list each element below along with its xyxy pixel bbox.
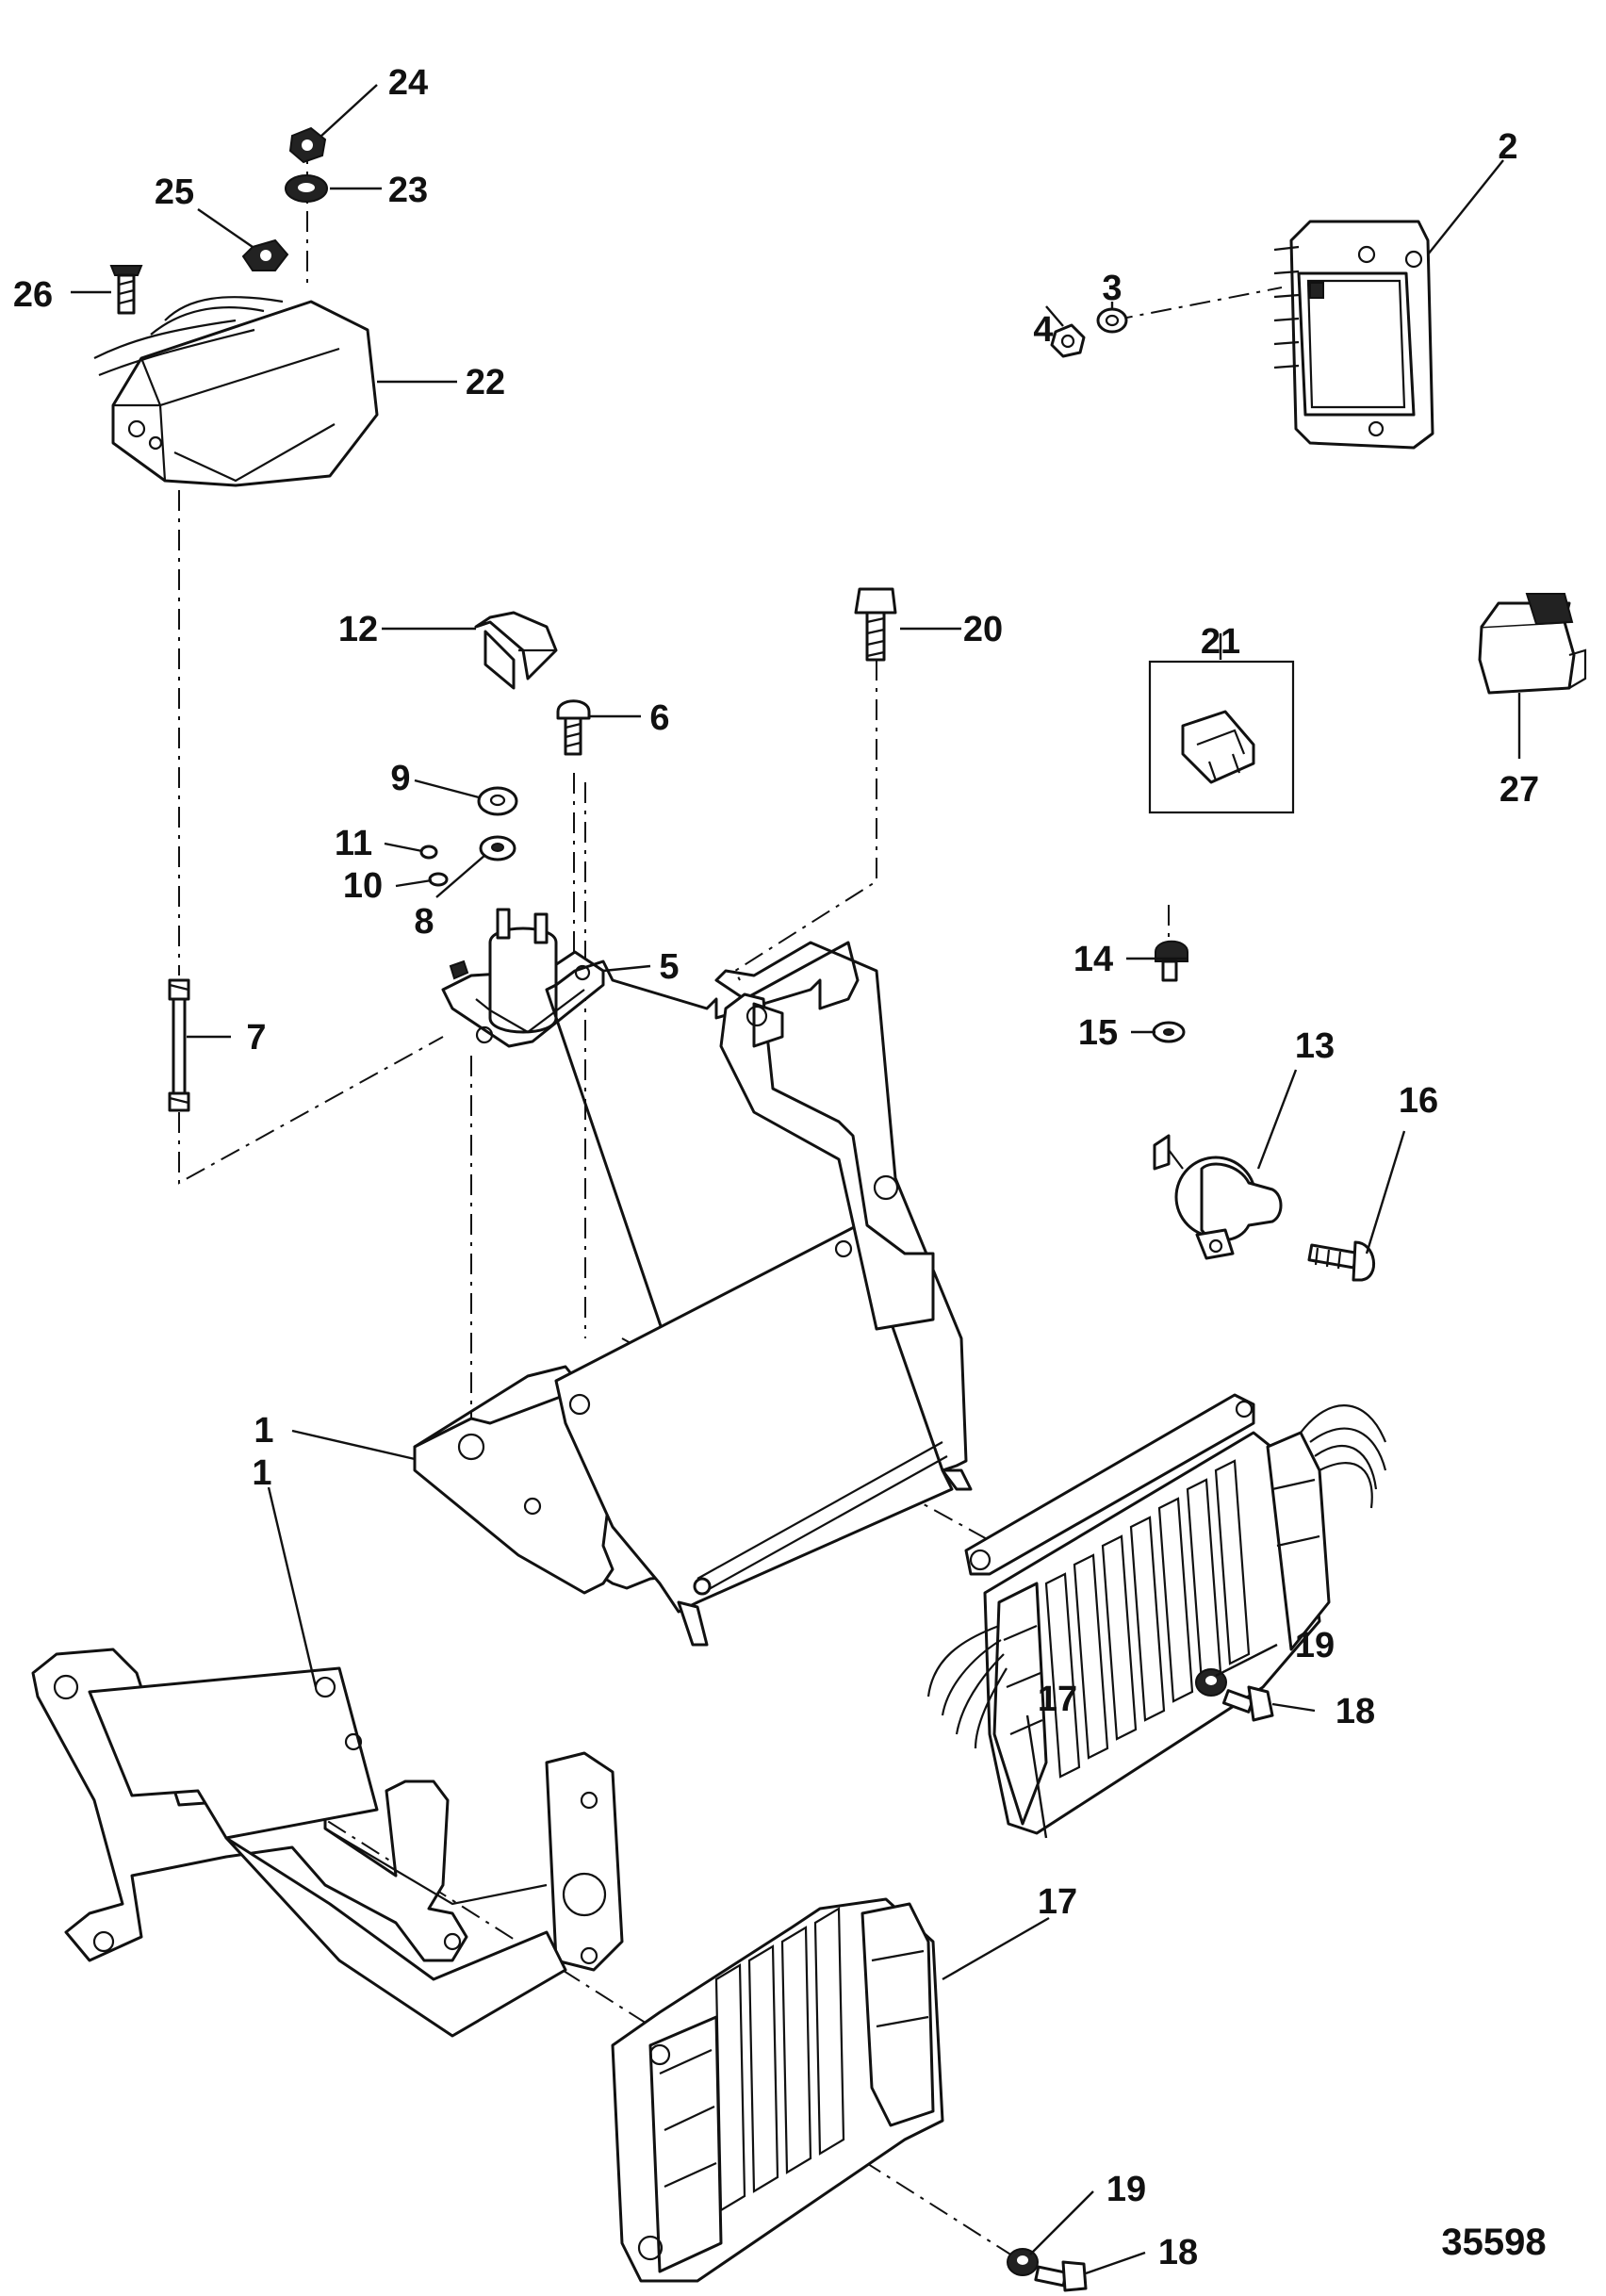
callout-4: 4 — [1033, 310, 1053, 350]
switch-13 — [1153, 1134, 1283, 1260]
bracket-1-lower — [31, 1648, 624, 2038]
bolt-20 — [854, 587, 897, 662]
washer-19-upper — [1195, 1668, 1227, 1697]
callout-16: 16 — [1399, 1081, 1438, 1121]
callout-25: 25 — [155, 172, 194, 212]
washer-9 — [477, 786, 518, 816]
screw-26 — [109, 265, 143, 315]
bolt-6 — [556, 699, 591, 756]
callout-19-lower: 19 — [1106, 2170, 1146, 2209]
callout-26: 26 — [13, 275, 53, 315]
bolt-18-lower — [1034, 2260, 1088, 2292]
nut-24 — [288, 126, 327, 164]
screw-14 — [1155, 940, 1188, 982]
callout-12: 12 — [338, 610, 378, 649]
callout-24: 24 — [388, 63, 428, 103]
relay-housing-22 — [93, 296, 379, 487]
callout-9: 9 — [390, 759, 410, 798]
washer-23 — [285, 174, 328, 203]
callout-18-upper: 18 — [1336, 1692, 1375, 1731]
nut-11 — [419, 845, 438, 860]
callout-14: 14 — [1073, 940, 1113, 979]
callout-21: 21 — [1201, 622, 1240, 662]
screw-16 — [1307, 1240, 1376, 1282]
ecm-17-lower — [611, 1897, 944, 2283]
callout-labels: 24 23 25 26 22 2 3 4 12 20 21 6 27 9 11 … — [13, 63, 1539, 1493]
washer-3 — [1096, 307, 1128, 334]
stud-7 — [168, 978, 190, 1112]
callout-27: 27 — [1499, 770, 1539, 810]
callout-2: 2 — [1498, 127, 1517, 167]
module-2 — [1273, 220, 1434, 450]
nut-25 — [241, 238, 289, 271]
washer-10 — [428, 872, 449, 887]
figure-number: 35598 — [1441, 2222, 1546, 2263]
nut-4 — [1050, 323, 1086, 358]
callout-8: 8 — [414, 902, 434, 942]
callout-1-upper: 1 — [254, 1411, 273, 1451]
fuse-21 — [1148, 660, 1295, 814]
ecm-17-upper — [926, 1393, 1387, 1835]
leader-lines — [71, 84, 1521, 2275]
callout-10: 10 — [343, 866, 383, 906]
clip-12 — [474, 611, 558, 690]
washer-19-lower — [1007, 2248, 1039, 2276]
solenoid-5 — [441, 908, 605, 1048]
callout-7: 7 — [246, 1018, 266, 1058]
washer-15 — [1152, 1021, 1186, 1043]
callout-11: 11 — [335, 824, 372, 863]
callout-22: 22 — [466, 363, 505, 402]
callout-5: 5 — [659, 947, 679, 987]
bracket-1-upper — [413, 941, 973, 1647]
washer-8 — [479, 835, 516, 861]
callout-20: 20 — [963, 610, 1003, 649]
callout-17-lower: 17 — [1038, 1882, 1077, 1922]
callout-1-lower: 1 — [252, 1453, 271, 1493]
callout-15: 15 — [1078, 1013, 1118, 1053]
callout-18-lower: 18 — [1158, 2233, 1198, 2272]
callout-19-upper: 19 — [1295, 1626, 1335, 1665]
callout-23: 23 — [388, 171, 428, 210]
callout-13: 13 — [1295, 1026, 1335, 1066]
callout-3: 3 — [1102, 269, 1122, 308]
bolt-18-upper — [1221, 1685, 1274, 1722]
callout-6: 6 — [649, 698, 669, 738]
callout-17-upper: 17 — [1038, 1680, 1077, 1719]
relay-27 — [1478, 593, 1587, 695]
